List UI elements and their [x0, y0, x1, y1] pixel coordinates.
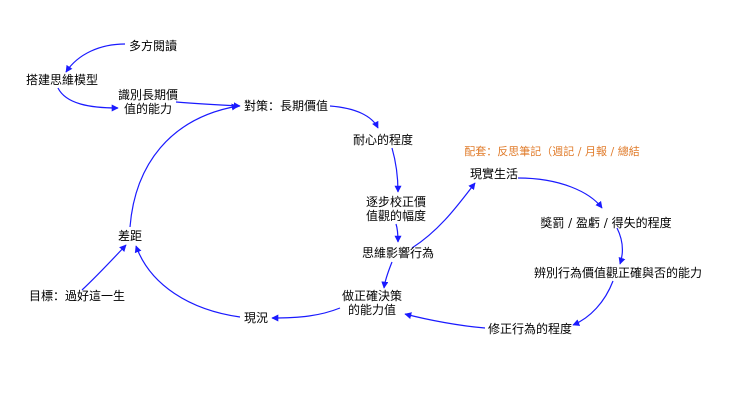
- link-multi-reading-to-build-model: [65, 43, 126, 73]
- node-correct-behavior: 修正行為的程度: [487, 322, 573, 336]
- node-calibrate: 逐步校正價 值觀的幅度: [365, 195, 427, 223]
- link-reward-to-discern: [616, 227, 626, 265]
- node-strategy: 對策：長期價值: [243, 99, 329, 113]
- link-identify-value-to-strategy: [175, 101, 241, 110]
- node-multi-reading: 多方閱讀: [128, 39, 178, 53]
- link-patience-to-calibrate: [391, 147, 402, 193]
- node-identify-value: 識別長期價 值的能力: [117, 88, 179, 116]
- node-review-tools: 配套：反思筆記（週記 / 月報 / 總結: [464, 145, 640, 158]
- node-real-life: 現實生活: [469, 167, 519, 181]
- link-discern-to-correct-behavior: [572, 280, 614, 326]
- node-discern: 辨別行為價值觀正確與否的能力: [533, 266, 703, 280]
- link-real-life-to-reward: [517, 177, 603, 209]
- node-build-model: 搭建思維模型: [25, 73, 99, 87]
- link-thinking-affects-to-real-life: [411, 182, 476, 249]
- link-reality-to-gap: [134, 245, 241, 318]
- link-strategy-to-patience: [329, 105, 379, 129]
- node-decision-ability: 做正確決策 的能力值: [341, 289, 403, 317]
- link-gap-to-strategy: [129, 103, 239, 228]
- node-thinking-affects: 思維影響行為: [361, 246, 435, 260]
- link-correct-behavior-to-decision: [404, 312, 486, 329]
- node-gap: 差距: [117, 229, 143, 243]
- link-decision-to-reality: [271, 307, 341, 322]
- link-goal-to-gap: [81, 244, 127, 291]
- node-reward: 獎罰 / 盈虧 / 得失的程度: [540, 216, 672, 230]
- link-build-model-to-identify-value: [57, 87, 119, 112]
- link-thinking-affects-to-decision: [381, 261, 393, 289]
- node-goal: 目標：過好這一生: [28, 289, 126, 303]
- node-reality: 現況: [243, 311, 269, 325]
- node-patience: 耐心的程度: [352, 133, 414, 147]
- link-calibrate-to-thinking-affects: [394, 223, 402, 243]
